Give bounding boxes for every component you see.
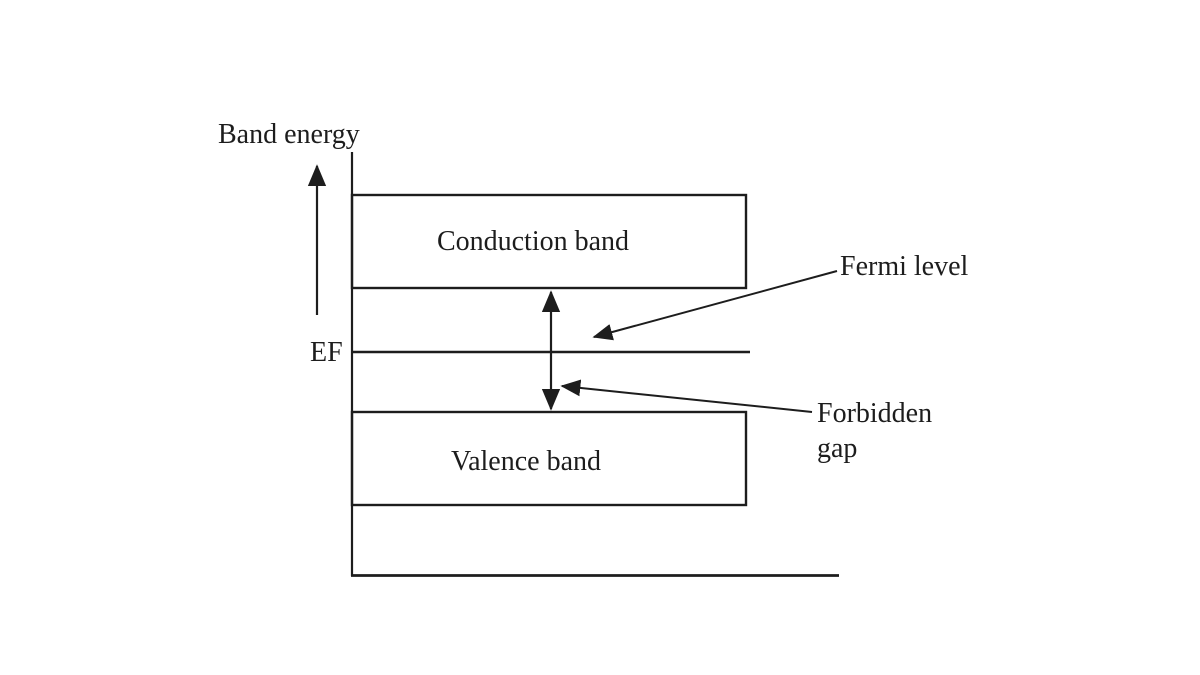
fermi-level-pointer-arrow-icon — [592, 270, 838, 341]
forbidden-gap-annotation-label-line2: gap — [817, 433, 857, 464]
fermi-level-annotation-label: Fermi level — [840, 251, 969, 282]
valence-band-label: Valence band — [451, 446, 601, 477]
fermi-axis-label: EF — [310, 337, 343, 368]
forbidden-gap-pointer-arrow-icon — [560, 379, 813, 413]
conduction-band-label: Conduction band — [437, 226, 629, 257]
conduction-band-box — [350, 193, 748, 290]
valence-band-box — [350, 410, 748, 507]
band-energy-axis-label: Band energy — [218, 119, 360, 150]
forbidden-gap-annotation-label-line1: Forbidden — [817, 398, 932, 429]
